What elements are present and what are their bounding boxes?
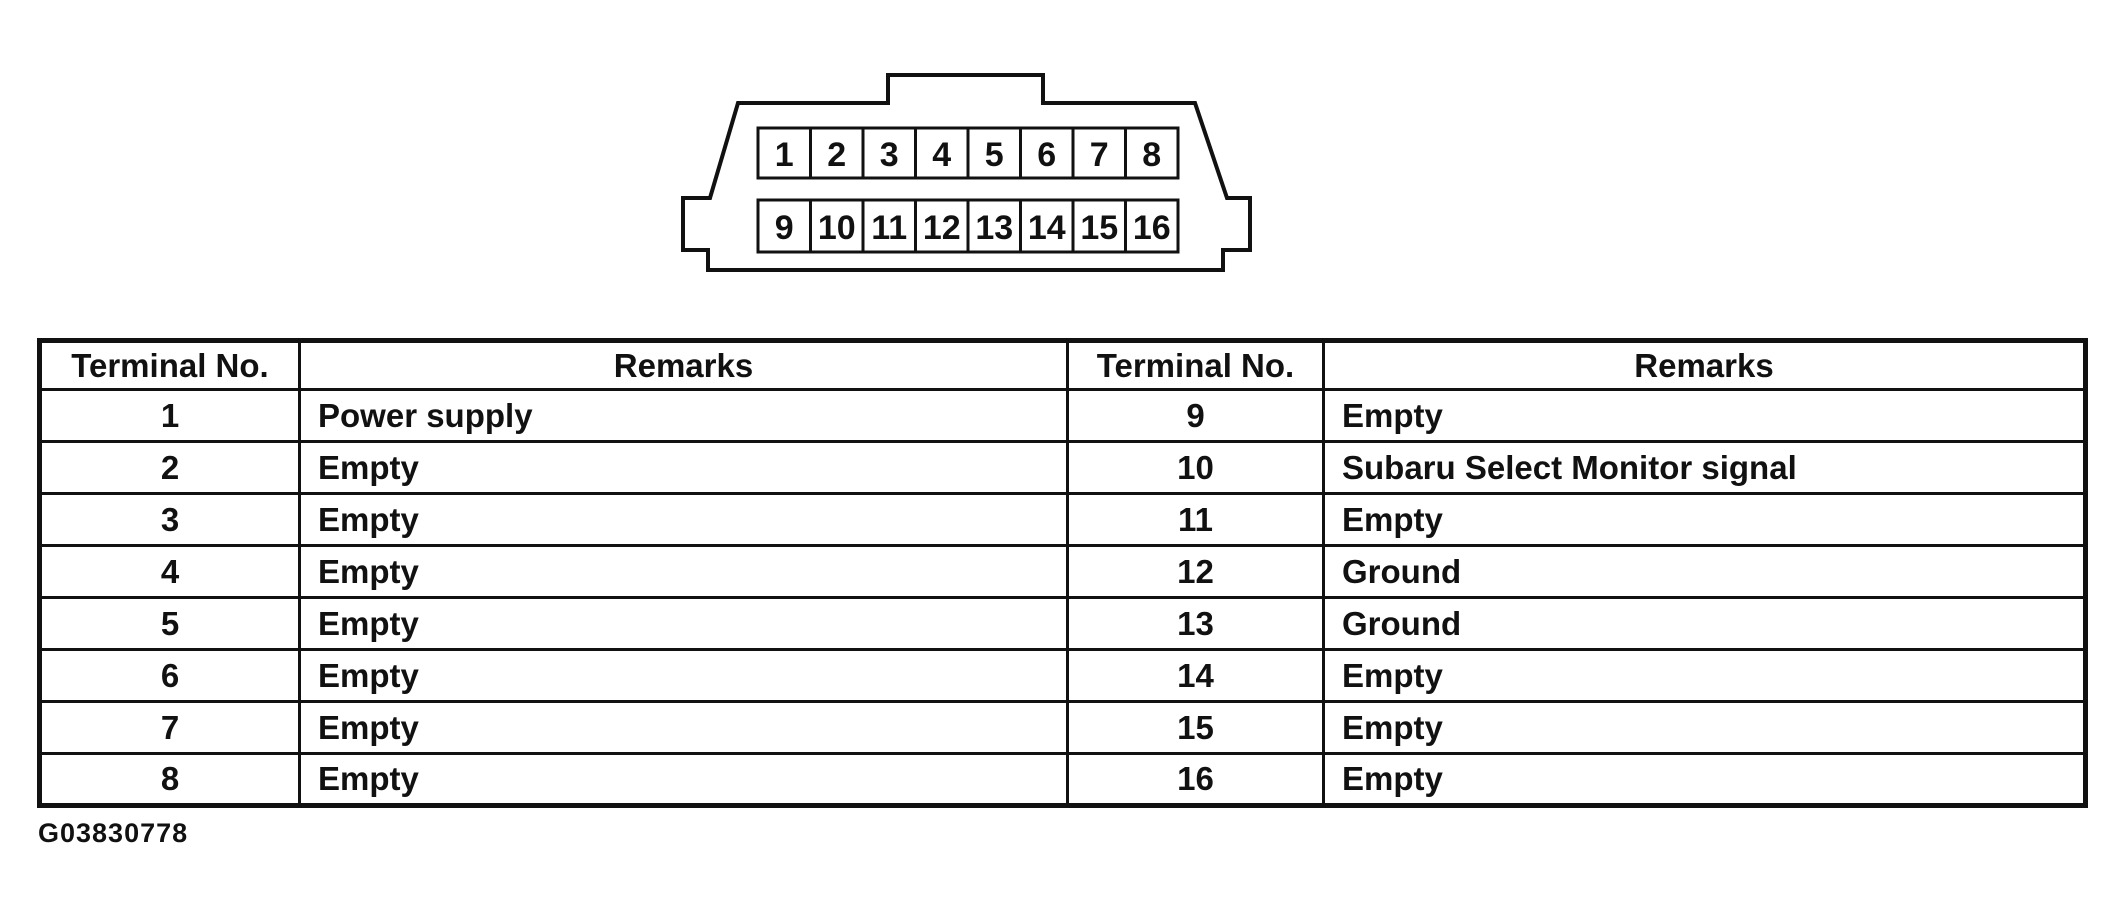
terminal-cell: 5 <box>38 596 301 651</box>
table-header-row: Terminal No. Remarks Terminal No. Remark… <box>38 339 2087 391</box>
remark-cell: Ground <box>1322 544 2087 599</box>
header-terminal-right: Terminal No. <box>1066 339 1325 391</box>
pin-number: 15 <box>1080 209 1118 247</box>
pin-number: 1 <box>775 136 794 174</box>
terminal-cell: 9 <box>1066 388 1325 443</box>
pin-box-2 <box>809 126 865 180</box>
pin-box-8 <box>1124 126 1180 180</box>
pin-box-15 <box>1071 198 1127 254</box>
pin-number: 10 <box>818 209 856 247</box>
pin-box-14 <box>1019 198 1075 254</box>
remark-cell: Empty <box>298 544 1069 599</box>
terminal-cell: 11 <box>1066 492 1325 547</box>
remark-cell: Empty <box>1322 752 2087 807</box>
pin-number: 11 <box>871 209 907 247</box>
pin-number: 2 <box>827 136 846 174</box>
figure-id-label: G03830778 <box>38 818 189 848</box>
pin-box-11 <box>861 198 917 254</box>
header-remarks-left: Remarks <box>298 339 1069 391</box>
pin-box-6 <box>1019 126 1075 180</box>
terminal-cell: 3 <box>38 492 301 547</box>
pin-number: 16 <box>1133 209 1171 247</box>
pin-number: 3 <box>880 136 899 174</box>
pin-number: 4 <box>932 136 951 174</box>
pin-number: 12 <box>923 209 961 247</box>
terminal-cell: 12 <box>1066 544 1325 599</box>
pin-number: 5 <box>985 136 1004 174</box>
remark-cell: Empty <box>1322 388 2087 443</box>
pin-box-12 <box>914 198 970 254</box>
remark-cell: Ground <box>1322 596 2087 651</box>
remark-cell: Empty <box>1322 648 2087 703</box>
remark-cell: Subaru Select Monitor signal <box>1322 440 2087 495</box>
remark-cell: Empty <box>298 648 1069 703</box>
terminal-cell: 2 <box>38 440 301 495</box>
terminal-cell: 10 <box>1066 440 1325 495</box>
remark-cell: Empty <box>298 596 1069 651</box>
header-remarks-right: Remarks <box>1322 339 2087 391</box>
pin-box-16 <box>1124 198 1180 254</box>
remark-cell: Empty <box>298 700 1069 755</box>
terminal-cell: 7 <box>38 700 301 755</box>
remark-cell: Empty <box>298 492 1069 547</box>
remark-cell: Empty <box>298 440 1069 495</box>
header-terminal-left: Terminal No. <box>38 339 301 391</box>
terminal-cell: 14 <box>1066 648 1325 703</box>
pin-number: 8 <box>1142 136 1161 174</box>
terminal-cell: 6 <box>38 648 301 703</box>
pin-number: 6 <box>1037 136 1056 174</box>
terminal-cell: 8 <box>38 752 301 807</box>
terminal-cell: 16 <box>1066 752 1325 807</box>
remark-cell: Power supply <box>298 388 1069 443</box>
pin-number: 14 <box>1028 209 1066 247</box>
remark-cell: Empty <box>1322 492 2087 547</box>
terminal-cell: 1 <box>38 388 301 443</box>
terminal-cell: 13 <box>1066 596 1325 651</box>
pin-number: 13 <box>975 209 1013 247</box>
terminal-cell: 4 <box>38 544 301 599</box>
terminal-cell: 15 <box>1066 700 1325 755</box>
pinout-table: Terminal No. Remarks Terminal No. Remark… <box>37 338 2088 808</box>
pin-box-9 <box>756 198 812 254</box>
remark-cell: Empty <box>1322 700 2087 755</box>
pin-box-13 <box>966 198 1022 254</box>
pin-number: 9 <box>775 209 794 247</box>
pin-number: 7 <box>1090 136 1109 174</box>
remark-cell: Empty <box>298 752 1069 807</box>
